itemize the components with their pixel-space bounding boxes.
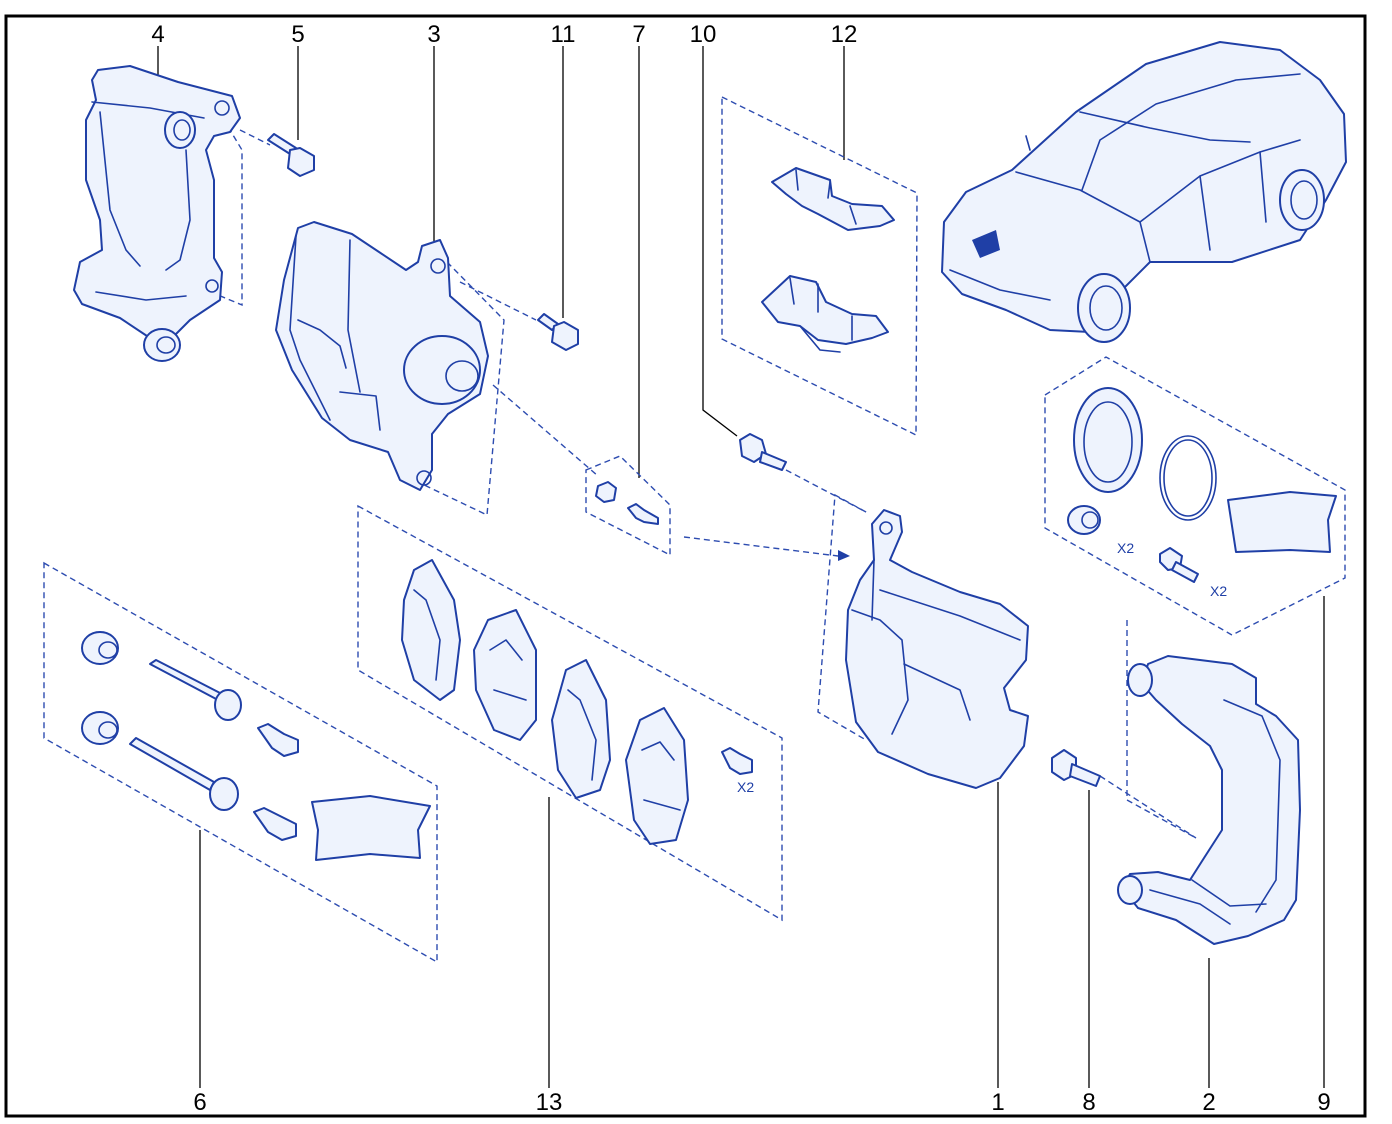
piston-seal-kit	[1067, 387, 1337, 583]
arrow-head	[838, 550, 850, 561]
guide-pin-kit	[81, 631, 431, 861]
callout-12: 12	[831, 21, 858, 48]
caliper-body-right	[845, 509, 1029, 789]
callout-4: 4	[151, 21, 164, 48]
qty-mark-bolt: X2	[1210, 583, 1227, 599]
callout-1: 1	[991, 1089, 1004, 1116]
bracket-right-outline	[1126, 620, 1197, 839]
bracket-bolt	[267, 133, 315, 177]
brake-pad-set	[401, 559, 753, 845]
caliper-bolt	[537, 313, 579, 351]
guide-pin-kit-outline	[43, 561, 438, 964]
caliper-right-outline	[817, 493, 867, 741]
bracket-bolt-right	[1051, 749, 1101, 787]
callout-2: 2	[1202, 1089, 1215, 1116]
caliper-body	[275, 221, 489, 491]
caliper-left-axis	[419, 261, 505, 517]
pad-clip-kit-outline	[721, 95, 918, 437]
callout-10: 10	[690, 21, 717, 48]
callout-13: 13	[536, 1089, 563, 1116]
callout-7: 7	[632, 21, 645, 48]
caliper-bracket-left	[73, 65, 241, 362]
leader-lines	[157, 46, 1325, 1088]
bleed-screw-kit-outline	[585, 455, 671, 557]
callout-5: 5	[291, 21, 304, 48]
bleed-screw-kit	[595, 481, 659, 525]
callout-numbers: 4 5 3 11 7 10 12 6 13 1 8 2 9	[151, 21, 1330, 1116]
callout-9: 9	[1317, 1089, 1330, 1116]
qty-mark-pad-bolt: X2	[737, 779, 754, 795]
callout-8: 8	[1082, 1089, 1095, 1116]
callout-6: 6	[193, 1089, 206, 1116]
caliper-bracket-right	[1117, 655, 1301, 945]
diagram-frame	[4, 14, 1367, 1118]
pad-set-outline	[357, 504, 783, 922]
pad-clip-kit	[761, 167, 895, 353]
vehicle-illustration	[941, 41, 1347, 343]
kit-outlines	[43, 95, 1346, 964]
callout-11: 11	[551, 21, 576, 48]
guide-bolt	[739, 433, 787, 471]
qty-mark-seal: X2	[1117, 540, 1134, 556]
seal-kit-outline	[1044, 356, 1346, 636]
callout-3: 3	[427, 21, 440, 48]
